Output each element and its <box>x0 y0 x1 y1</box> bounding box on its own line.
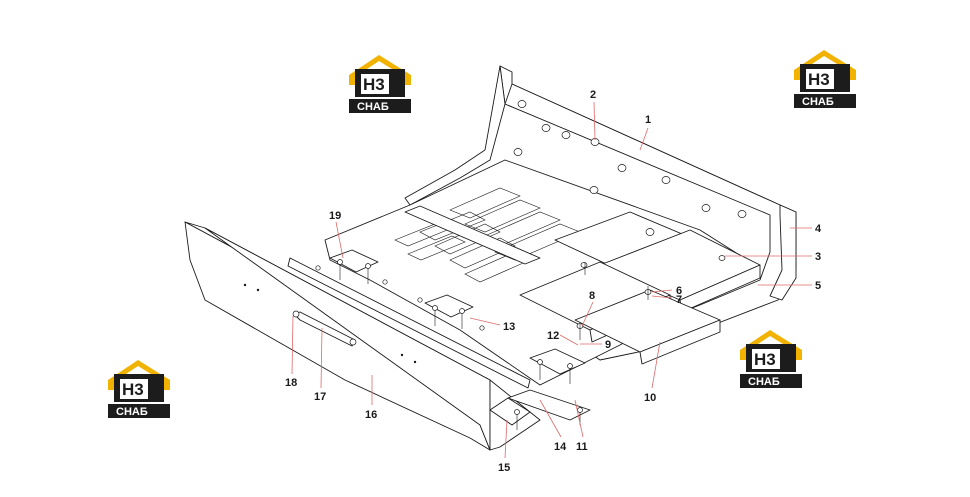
callout-6: 6 <box>676 285 682 297</box>
callout-2: 2 <box>590 89 596 101</box>
callout-11: 11 <box>576 441 588 453</box>
callout-7: 7 <box>676 294 682 306</box>
svg-text:СНАБ: СНАБ <box>748 376 780 388</box>
callout-labels: 1 2 3 4 5 6 7 8 9 10 11 12 13 14 15 16 1… <box>285 89 822 474</box>
logo-watermark: H3 СНАБ <box>108 360 170 418</box>
callout-8: 8 <box>589 290 595 302</box>
mounting-holes <box>513 100 747 329</box>
step-panel <box>184 221 541 451</box>
callout-18: 18 <box>285 377 297 389</box>
callout-12: 12 <box>547 330 559 342</box>
svg-text:СНАБ: СНАБ <box>116 406 148 418</box>
callout-9: 9 <box>605 339 611 351</box>
svg-text:H3: H3 <box>363 75 385 94</box>
floor-platform <box>324 65 797 386</box>
svg-text:H3: H3 <box>808 70 830 89</box>
callout-14: 14 <box>554 441 567 453</box>
svg-text:СНАБ: СНАБ <box>802 96 834 108</box>
svg-text:H3: H3 <box>754 350 776 369</box>
leader-lines <box>291 101 812 459</box>
callout-1: 1 <box>645 114 651 126</box>
callout-10: 10 <box>644 392 656 404</box>
callout-4: 4 <box>815 223 822 235</box>
logo-watermark: H3 СНАБ <box>349 55 411 113</box>
callout-3: 3 <box>815 251 821 263</box>
svg-text:H3: H3 <box>122 380 144 399</box>
callout-17: 17 <box>314 391 326 403</box>
callout-19: 19 <box>329 210 341 222</box>
logo-watermark: H3 СНАБ <box>740 330 802 388</box>
callout-15: 15 <box>498 462 510 474</box>
svg-text:СНАБ: СНАБ <box>357 101 389 113</box>
logo-watermark: H3 СНАБ <box>794 50 856 108</box>
callout-5: 5 <box>815 280 821 292</box>
cover-plates <box>519 211 761 365</box>
callout-13: 13 <box>503 321 515 333</box>
callout-16: 16 <box>365 409 377 421</box>
